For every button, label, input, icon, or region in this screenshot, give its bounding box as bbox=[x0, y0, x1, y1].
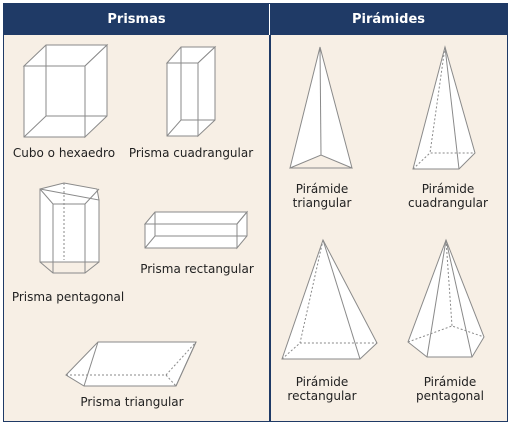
header-divider bbox=[269, 4, 270, 35]
label-cubo: Cubo o hexaedro bbox=[12, 146, 116, 160]
label-prisma-triangular: Prisma triangular bbox=[80, 395, 184, 409]
label-prisma-pentagonal: Prisma pentagonal bbox=[11, 290, 125, 304]
label-piramide-pentagonal-2: pentagonal bbox=[416, 389, 484, 403]
label-piramide-cuadrangular-2: cuadrangular bbox=[408, 196, 488, 210]
piramides-header: Pirámides bbox=[270, 4, 507, 35]
prismas-header: Prismas bbox=[4, 4, 269, 35]
column-divider bbox=[269, 35, 271, 421]
label-piramide-rectangular-2: rectangular bbox=[287, 389, 357, 403]
label-piramide-triangular-2: triangular bbox=[292, 196, 352, 210]
label-piramide-triangular-1: Pirámide bbox=[295, 182, 349, 196]
label-piramide-cuadrangular-1: Pirámide bbox=[421, 182, 475, 196]
label-prisma-rectangular: Prisma rectangular bbox=[140, 262, 254, 276]
label-piramide-pentagonal-1: Pirámide bbox=[423, 375, 477, 389]
label-piramide-rectangular-1: Pirámide bbox=[295, 375, 349, 389]
label-prisma-cuadrangular: Prisma cuadrangular bbox=[128, 146, 254, 160]
